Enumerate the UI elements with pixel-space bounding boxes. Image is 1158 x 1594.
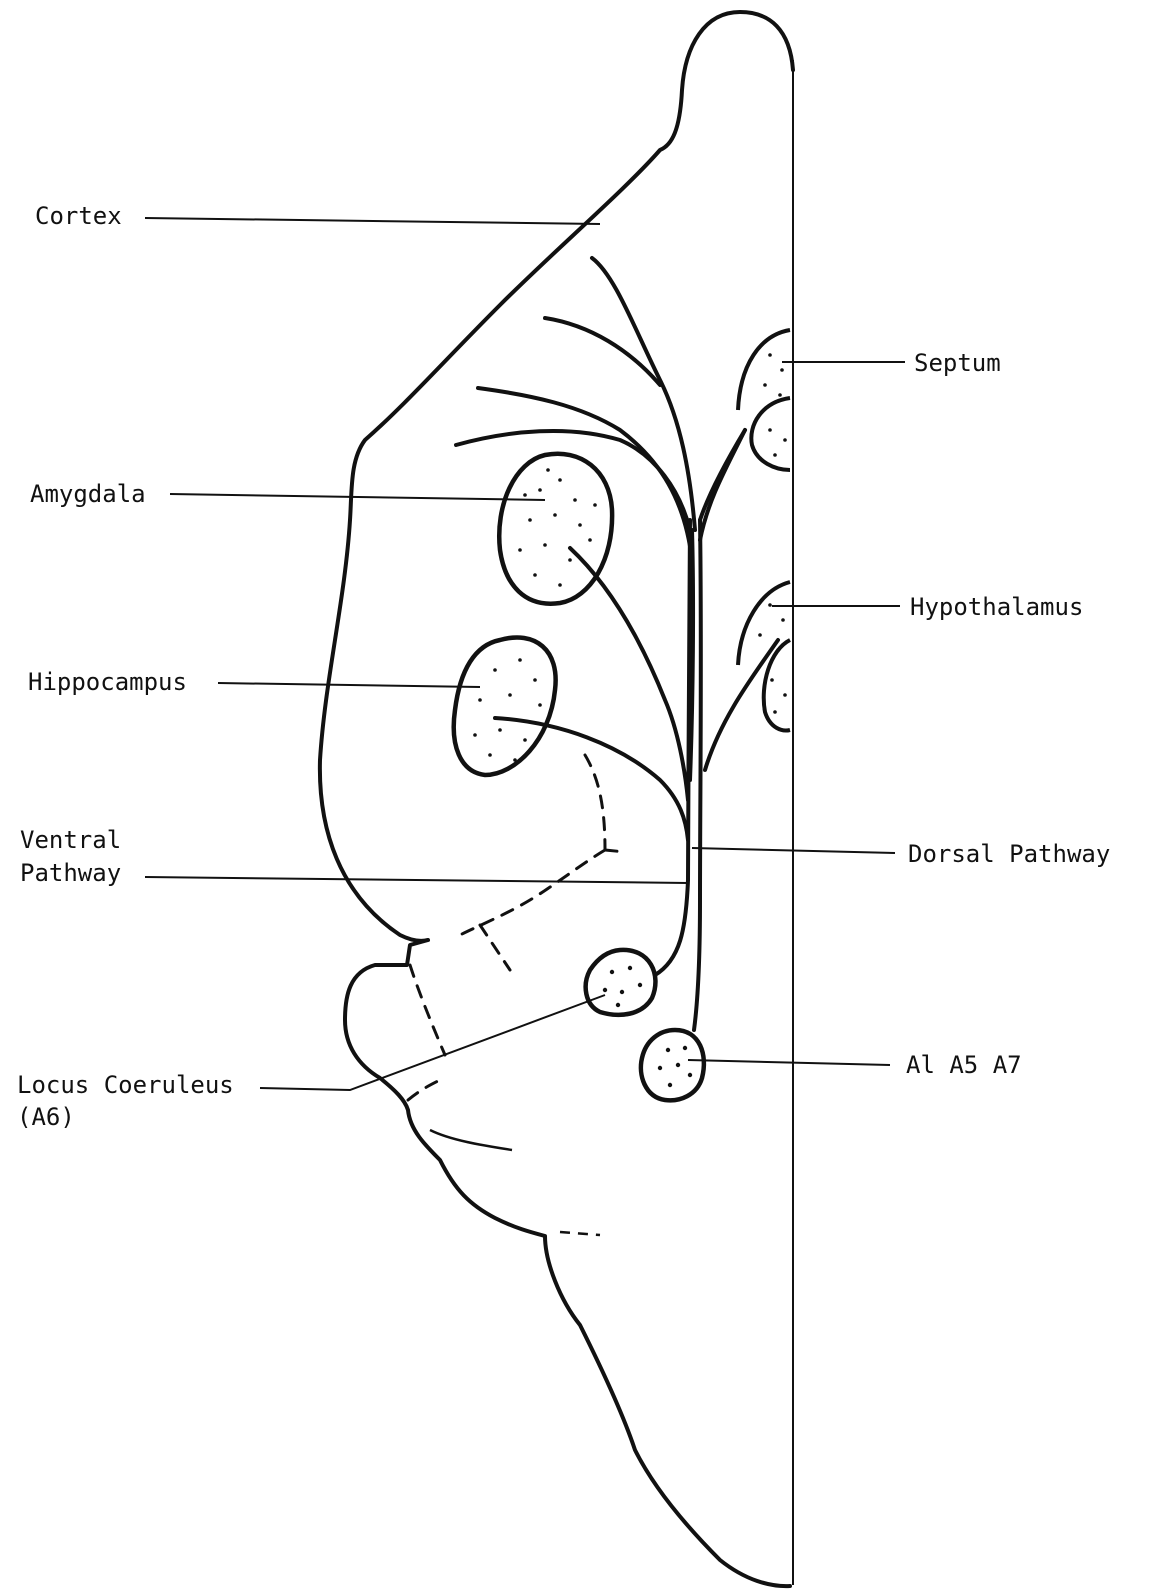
cortical-fibers — [456, 258, 695, 780]
ventral-pathway-label-line1: Ventral — [20, 826, 121, 854]
amygdala-label: Amygdala — [30, 480, 146, 508]
cortex-label: Cortex — [35, 202, 122, 230]
cortex-leader — [145, 218, 600, 224]
leader-lines — [145, 218, 905, 1090]
hypothalamus-fiber — [705, 640, 778, 770]
brain-outline — [320, 12, 793, 1586]
brainstem-line — [430, 1130, 512, 1150]
a1-a5-a7-leader — [688, 1060, 890, 1065]
hippocampus-leader — [218, 683, 480, 687]
amygdala-leader — [170, 494, 545, 500]
pons-dashed-line — [560, 1232, 600, 1235]
amygdala-nucleus — [499, 454, 612, 604]
septum-fiber — [700, 430, 745, 540]
ventral-pathway-leader — [145, 877, 688, 883]
septum-nucleus — [738, 330, 790, 470]
septum-label: Septum — [914, 349, 1001, 377]
ventral-pathway-label-line2: Pathway — [20, 859, 121, 887]
locus-coeruleus-nucleus — [586, 950, 656, 1015]
a1-a5-a7-label: Al A5 A7 — [906, 1051, 1022, 1079]
locus-coeruleus-label-line2: (A6) — [17, 1103, 75, 1131]
hippocampus-fiber — [495, 718, 688, 840]
hippocampus-label: Hippocampus — [28, 668, 187, 696]
dorsal-bundle — [655, 430, 745, 1030]
hippocampus-nucleus — [454, 637, 556, 775]
a1-a5-a7-nucleus — [641, 1030, 704, 1100]
ventral-pathway-dashed — [408, 755, 625, 1100]
hypothalamus-label: Hypothalamus — [910, 593, 1083, 621]
hypothalamus-nucleus — [738, 582, 790, 730]
dorsal-pathway-label: Dorsal Pathway — [908, 840, 1110, 868]
locus-coeruleus-label-line1: Locus Coeruleus — [17, 1071, 234, 1099]
locus-coeruleus-leader — [260, 995, 605, 1090]
